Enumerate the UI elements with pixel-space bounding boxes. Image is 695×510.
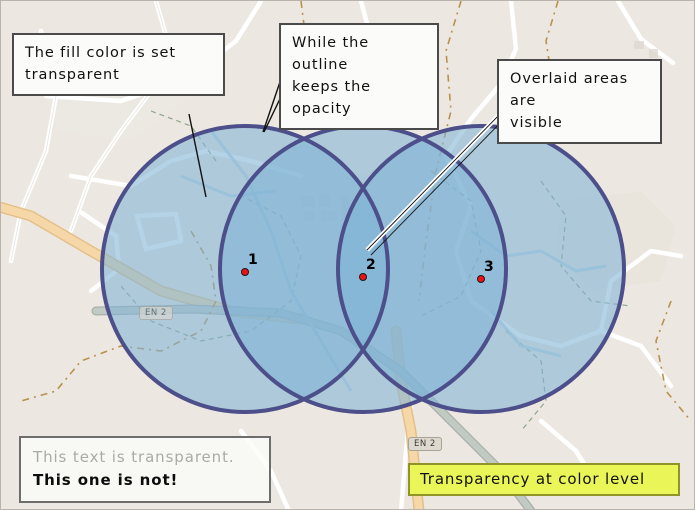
- callout-fill-transparent: The fill color is set transparent: [12, 33, 225, 97]
- point-label-2: 2: [366, 257, 376, 273]
- road-shield-right: EN 2: [408, 437, 442, 451]
- point-label-1: 1: [248, 252, 258, 268]
- callout-overlaid-areas: Overlaid areas are visible: [497, 59, 662, 145]
- transparent-text-line: This text is transparent.: [33, 448, 235, 466]
- buffer-circle-3-fill: [338, 126, 624, 412]
- point-dot-icon: [359, 273, 367, 281]
- road-shield-left: EN 2: [139, 306, 173, 320]
- buffer-fills: [102, 126, 624, 412]
- leader-line-overlap-stroke: [366, 110, 504, 251]
- buffer-circle-3-outline: [336, 124, 626, 414]
- figure-title-label: Transparency at color level: [408, 463, 680, 496]
- point-dot-icon: [241, 268, 249, 276]
- point-label-3: 3: [484, 259, 494, 275]
- callout-outline-opacity: While the outline keeps the opacity: [279, 23, 439, 131]
- leader-line-outline-b: [262, 75, 283, 133]
- buffer-circle-1-outline: [100, 124, 390, 414]
- leader-line-overlap-stroke2: [370, 116, 507, 256]
- point-dot-icon: [477, 275, 485, 283]
- solid-text-line: This one is not!: [33, 470, 179, 489]
- leader-line-fill: [188, 113, 207, 198]
- text-transparency-box: This text is transparent. This one is no…: [19, 436, 271, 503]
